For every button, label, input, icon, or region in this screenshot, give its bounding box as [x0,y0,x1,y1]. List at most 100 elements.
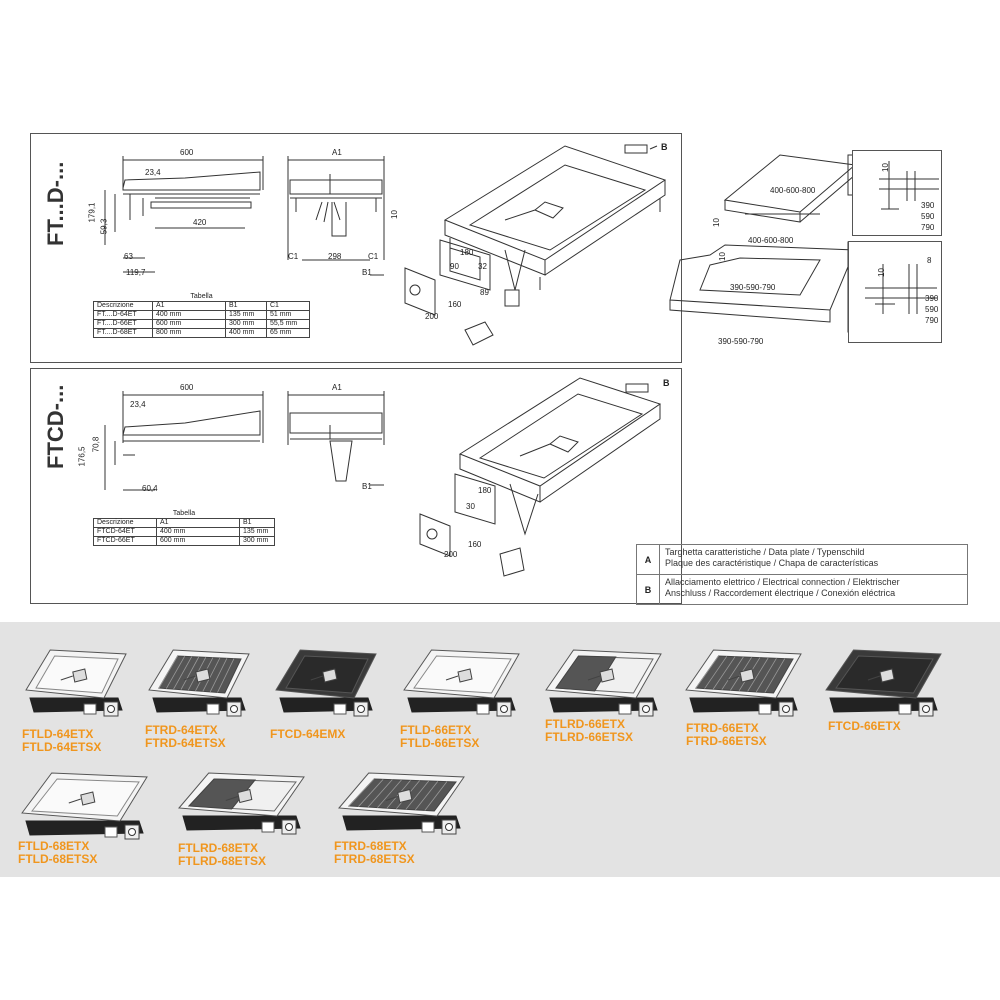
model-name: FTRD-66ETSX [686,734,767,748]
model-label: FTLRD-66ETX FTLRD-66ETSX [545,718,633,744]
s1-dim-298: 298 [328,252,342,261]
inst-top-label: 400-600-800 [770,186,816,195]
table-header: B1 [239,518,275,528]
s2-dim-60-4: 60,4 [142,484,158,493]
table-cell: FT....D-66ET [93,319,153,329]
legend-key: B [637,575,660,604]
s2-dim-b1: B1 [362,482,372,491]
product-image [403,649,520,717]
s1-dim-23-4: 23,4 [145,168,161,177]
table-row: FT....D-64ET 400 mm 135 mm 51 mm [93,310,310,320]
model-label: FTLD-66ETX FTLD-66ETSX [400,724,479,750]
s1-dim-c1-left: C1 [288,252,299,261]
table-row: FT....D-68ET 800 mm 400 mm 65 mm [93,328,310,338]
legend-text: Allacciamento elettrico / Electrical con… [665,577,900,587]
model-label: FTRD-64ETX FTRD-64ETSX [145,724,226,750]
s1-dim-119-7: 119,7 [126,268,146,277]
s2-label-b: B [663,378,670,388]
s1-part-160: 160 [448,300,462,309]
model-name: FTLRD-68ETX [178,841,259,855]
inst-front-label: 400-600-800 [748,236,794,245]
detail-2-d10: 10 [876,268,886,277]
s2-dim-width: 600 [180,383,194,392]
legend-text: Plaque des caractéristique / Chapa de ca… [665,558,879,568]
model-gallery: FTLD-64ETX FTLD-64ETSX FTRD-64ETX FTRD-6… [0,622,1000,877]
table-header: Descrizione [93,518,157,528]
model-label: FTCD-64EMX [270,728,345,741]
model-name: FTCD-66ETX [828,719,901,733]
model-label: FTLD-68ETX FTLD-68ETSX [18,840,97,866]
section1-title: FT...D-... [43,161,68,246]
inst-d10-b: 10 [717,252,727,261]
model-name: FTLRD-66ETSX [545,730,634,744]
detail-box-1: 10 390 590 790 [852,150,942,236]
product-image [685,649,802,717]
table-cell: 400 mm [152,310,226,320]
detail-box-2: 10 8 390 590 790 [848,241,942,343]
table-cell: FTCD-64ET [93,527,157,537]
legend-row-a: A Targhetta caratteristiche / Data plate… [637,545,967,575]
model-name: FTRD-68ETX [334,839,407,853]
table-header: B1 [225,301,267,311]
model-name: FTLRD-68ETSX [178,854,267,868]
model-name: FTRD-64ETSX [145,736,226,750]
inst-recess-label: 390-590-790 [730,283,776,292]
s2-part-30: 30 [466,502,475,511]
product-image [275,649,377,717]
table-cell: 135 mm [239,527,275,537]
table-cell: 55,5 mm [266,319,310,329]
legend-box: A Targhetta caratteristiche / Data plate… [636,544,968,605]
detail-1-d10: 10 [880,163,890,172]
s2-dim-23-4: 23,4 [130,400,146,409]
table-header: C1 [266,301,310,311]
s2-dim-70-8: 70,8 [91,436,101,453]
table-header: A1 [156,518,240,528]
s2-dim-176-5: 176,5 [77,446,87,467]
model-name: FTLD-68ETSX [18,852,98,866]
model-label: FTCD-66ETX [828,720,901,733]
s1-dim-420: 420 [193,218,207,227]
s2-part-160: 160 [468,540,482,549]
s1-part-180: 180 [460,248,474,257]
section1-front-view [287,156,385,276]
table-caption: Tabella [172,510,196,517]
model-name: FTCD-64EMX [270,727,346,741]
s1-dim-179-1: 179,1 [87,202,97,223]
model-name: FTLD-66ETX [400,723,472,737]
model-name: FTRD-64ETX [145,723,218,737]
section1-isometric-view [404,144,667,346]
section2-isometric-view [419,377,662,577]
model-label: FTLD-64ETX FTLD-64ETSX [22,728,101,754]
table-cell: FT....D-64ET [93,310,153,320]
model-name: FTRD-68ETSX [334,852,415,866]
s1-part-200: 200 [425,312,439,321]
model-name: FTLD-64ETX [22,727,94,741]
detail-2-v2: 590 [925,305,939,314]
product-image [148,649,250,717]
table-cell: 65 mm [266,328,310,338]
table-cell: 400 mm [225,328,267,338]
table-caption: Tabella [190,293,213,300]
section2-panel: FTCD-... [30,368,682,604]
table-row: FTCD-66ET 600 mm 300 mm [93,536,275,546]
table-row: FT....D-66ET 600 mm 300 mm 55,5 mm [93,319,310,329]
table-cell: 600 mm [152,319,226,329]
model-label: FTLRD-68ETX FTLRD-68ETSX [178,842,266,868]
table-cell: FT....D-68ET [93,328,153,338]
s1-dim-width: 600 [180,148,194,157]
model-name: FTLD-64ETSX [22,740,102,754]
model-name: FTLD-68ETX [18,839,90,853]
table-cell: 135 mm [225,310,267,320]
section1-side-view [104,156,264,273]
product-image [177,772,305,835]
s1-part-90: 90 [450,262,459,271]
table-cell: 51 mm [266,310,310,320]
product-image [25,649,127,717]
s1-part-89: 89 [480,288,489,297]
table-header: A1 [152,301,226,311]
detail-2-v3: 790 [925,316,939,325]
detail-1-v1: 390 [921,201,935,210]
s1-dim-59-3: 59,3 [99,218,109,235]
table-cell: 800 mm [152,328,226,338]
section2-title: FTCD-... [43,384,68,469]
